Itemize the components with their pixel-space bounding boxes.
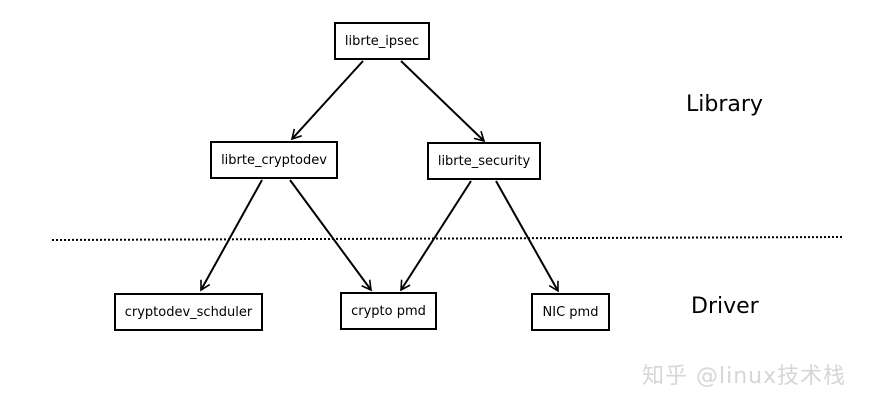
node-librte-cryptodev: librte_cryptodev	[210, 141, 338, 179]
layer-label-library: Library	[686, 92, 763, 117]
layer-label-driver: Driver	[691, 294, 759, 319]
layer-separator	[51, 236, 843, 241]
watermark-text: 知乎 @linux技术栈	[642, 364, 847, 389]
node-librte-ipsec: librte_ipsec	[334, 22, 430, 60]
arrow-ipsec-to-cryptodev	[290, 60, 364, 141]
arrow-cryptodev-to-scheduler	[200, 179, 263, 292]
node-cryptodev-scheduler: cryptodev_schduler	[114, 293, 263, 331]
arrow-security-to-nic_pmd	[495, 180, 559, 293]
node-librte-security: librte_security	[427, 142, 541, 180]
arrow-ipsec-to-security	[400, 60, 486, 143]
arrow-security-to-crypto_pmd	[400, 180, 472, 292]
node-crypto-pmd: crypto pmd	[340, 292, 437, 330]
node-nic-pmd: NIC pmd	[531, 293, 610, 331]
arrow-cryptodev-to-crypto_pmd	[289, 179, 372, 292]
